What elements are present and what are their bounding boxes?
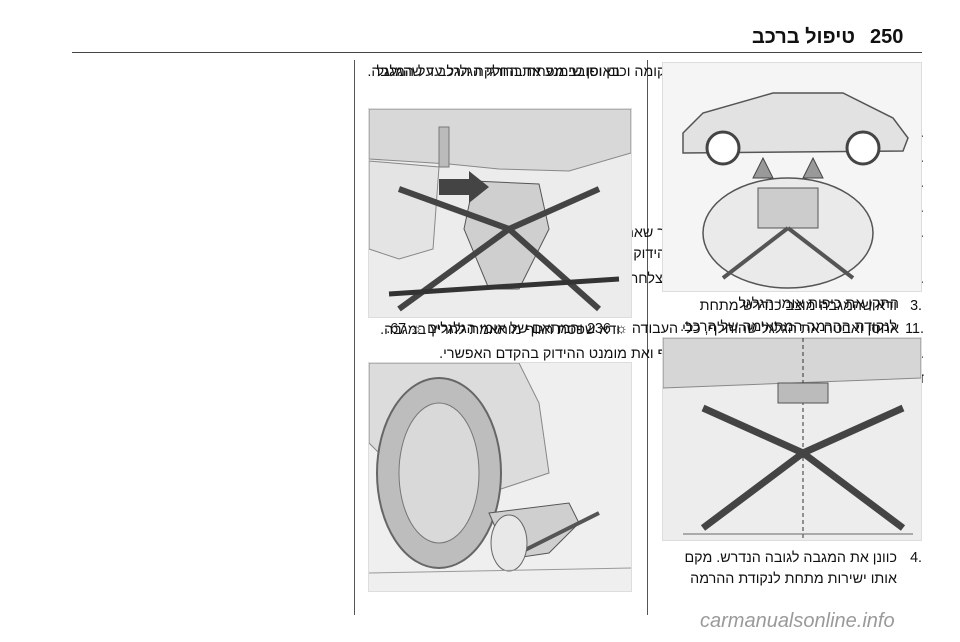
step-number: .4	[910, 550, 922, 566]
column-divider	[647, 60, 648, 615]
step-item: .3 ודא שהמגבה מוצב כנדרש מתחת לנקודת ההר…	[660, 296, 922, 338]
page-number: 250	[870, 26, 904, 48]
step-3: .3 ודא שהמגבה מוצב כנדרש מתחת לנקודת ההר…	[660, 296, 922, 342]
page-header: 250 טיפול ברכב	[0, 0, 960, 53]
middle-caption-bottom: ודא שפסת הגוף מותאמת לחריץ במגבה.	[380, 322, 620, 338]
step-4: .4 כוונן את המגבה לגובה הנדרש. מקם אותו …	[660, 548, 922, 594]
car-lift-points-figure	[662, 62, 922, 292]
step-text: התקן את כיפות אומי הגלגל.	[734, 296, 899, 312]
column-divider	[354, 60, 355, 615]
step-text: כוונן את המגבה לגובה הנדרש. מקם אותו ישי…	[684, 550, 897, 587]
watermark: carmanualsonline.info	[700, 610, 895, 632]
step-text: אחסן ואבטח את הגלגל שהוחלף, כלי העבודה ☼…	[386, 321, 899, 337]
page-title: טיפול ברכב	[751, 26, 855, 48]
step-item: .4 כוונן את המגבה לגובה הנדרש. מקם אותו …	[660, 548, 922, 590]
jack-under-car-figure	[662, 337, 922, 541]
step-item: התקן את כיפות אומי הגלגל.	[362, 294, 924, 315]
step-text: ודא שהמגבה מוצב כנדרש מתחת לנקודת ההרמה …	[680, 298, 897, 335]
step-item: .11 אחסן ואבטח את הגלגל שהוחלף, כלי העבוד…	[362, 319, 924, 340]
step-number: .3	[910, 298, 922, 314]
middle-caption-top: באופן שימנע את החלקת הרכב על המגבה.	[367, 64, 620, 80]
header-divider	[72, 52, 922, 53]
wheel-jack-figure	[368, 362, 632, 592]
step-number: .11	[905, 321, 924, 337]
jack-figure-close-up	[368, 108, 632, 318]
